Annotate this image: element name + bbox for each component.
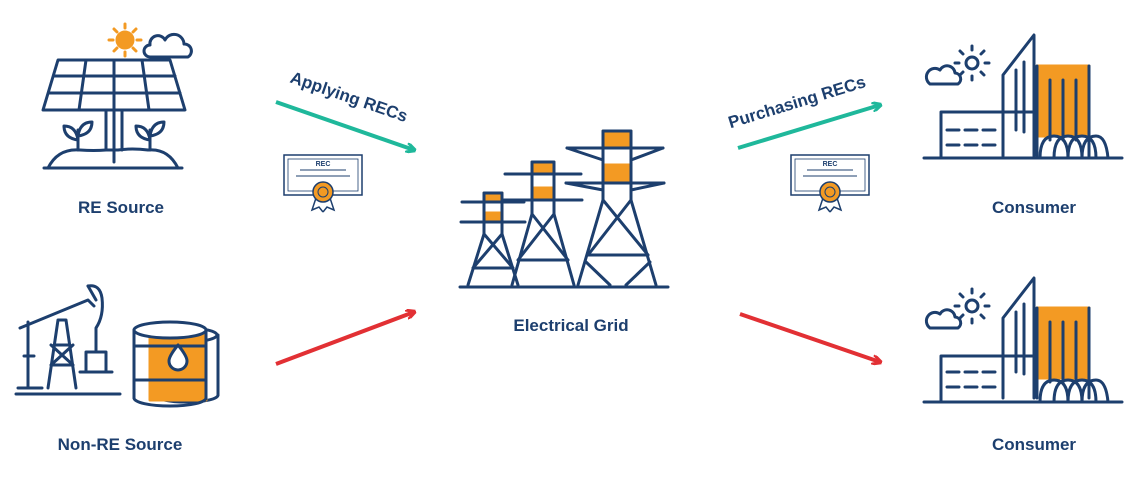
grid-to-consumer-arrow <box>739 312 880 362</box>
power-pylons-icon <box>458 129 670 289</box>
factory-icon-top <box>922 33 1124 160</box>
rec-certificate-right-label: REC <box>823 161 838 168</box>
factory-icon-bottom <box>922 276 1124 404</box>
electrical-grid-label: Electrical Grid <box>513 316 629 335</box>
solar-panel-icon <box>41 22 193 170</box>
award-badge-icon <box>817 181 843 213</box>
applying-arrow <box>275 100 414 150</box>
purchasing-arrow <box>737 105 880 150</box>
re-source-label: RE Source <box>78 198 164 217</box>
cloud-icon <box>924 64 963 86</box>
rec-certificate-left-label: REC <box>316 161 331 168</box>
rec-certificate-right: REC <box>790 154 870 213</box>
rec-certificate-left: REC <box>283 154 363 213</box>
sun-icon <box>107 22 143 58</box>
consumer-bottom-label: Consumer <box>991 435 1077 454</box>
consumer-top-label: Consumer <box>991 198 1077 217</box>
oil-pump-icon <box>14 284 220 408</box>
cloud-icon <box>924 308 963 330</box>
award-badge-icon <box>310 181 336 213</box>
cloud-icon <box>142 32 193 59</box>
non-re-source-label: Non-RE Source <box>57 435 183 454</box>
non-re-to-grid-arrow <box>275 312 414 366</box>
oil-drop-icon <box>167 343 189 372</box>
